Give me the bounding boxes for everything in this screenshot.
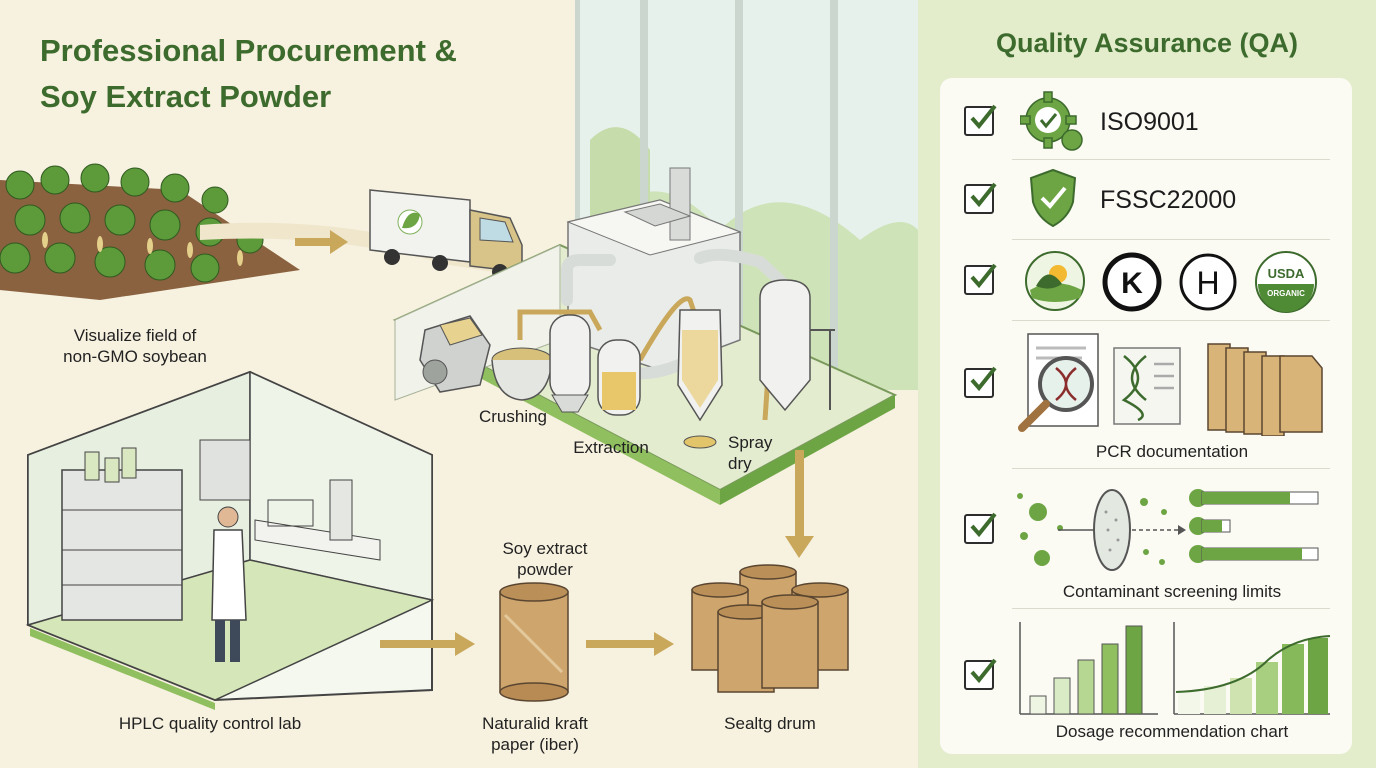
- spray-dryer: [677, 279, 835, 449]
- process-illustration: [0, 0, 918, 710]
- field-label: Visualize field of non-GMO soybean: [63, 326, 207, 366]
- kosher-letter: K: [1121, 267, 1143, 300]
- extraction-label: Extraction: [573, 438, 649, 457]
- divider: [1012, 468, 1330, 469]
- crusher: [419, 315, 491, 393]
- kraft-label: Naturalid kraft paper (iber): [482, 714, 588, 754]
- page-title: Professional Procurement & Soy Extract P…: [40, 28, 457, 120]
- road: [200, 222, 575, 285]
- bacteria-icons: [1017, 493, 1063, 566]
- arrow-field-truck: [295, 230, 348, 254]
- dna-icon: [1113, 347, 1181, 425]
- check-icon: [964, 182, 997, 214]
- qa-row-iso: ISO9001: [940, 78, 1352, 160]
- divider: [1012, 320, 1330, 321]
- spray-dry-label: Spray dry: [728, 433, 773, 473]
- qa-row-badges: K H USDA ORGANIC: [940, 240, 1352, 321]
- soybean-field: [0, 163, 300, 300]
- iso-text: ISO9001: [1100, 108, 1199, 136]
- limit-bars: [1189, 489, 1319, 563]
- leaf-icon: [402, 212, 420, 229]
- divider: [1012, 159, 1330, 160]
- arrow-kraft-drums: [586, 632, 674, 656]
- check-icon: [964, 658, 997, 690]
- divider: [1012, 239, 1330, 240]
- sealed-drums: [691, 564, 849, 693]
- contaminant-graphics: [1017, 489, 1319, 571]
- title-line-2: Soy Extract Powder: [40, 79, 332, 114]
- qa-title: Quality Assurance (QA): [995, 28, 1299, 58]
- pcr-caption: PCR documentation: [1095, 442, 1249, 461]
- divider: [1012, 608, 1330, 609]
- fssc-text: FSSC22000: [1100, 186, 1237, 214]
- halal-badge: H: [1179, 253, 1237, 311]
- contaminant-caption: Contaminant screening limits: [1062, 582, 1282, 601]
- title-line-1: Professional Procurement &: [40, 33, 457, 68]
- qa-card: ISO9001 FSSC22000 K H: [940, 78, 1352, 754]
- gear-icon: [1020, 91, 1083, 151]
- mixing-bowl: [491, 347, 553, 401]
- powder-label: Soy extract powder: [502, 539, 588, 579]
- check-icon: [964, 104, 997, 136]
- pcr-graphics: [1018, 333, 1323, 436]
- filter-icon: [1093, 489, 1131, 571]
- kraft-drum: [499, 582, 569, 702]
- crushing-label: Crushing: [478, 407, 548, 426]
- qa-row-fssc: FSSC22000: [940, 160, 1352, 240]
- hplc-lab: [25, 370, 435, 710]
- usda-text: USDA: [1268, 266, 1305, 281]
- check-icon: [964, 512, 997, 544]
- arrow-lab-kraft: [380, 632, 475, 656]
- halal-letter: H: [1196, 265, 1219, 301]
- dosage-curve-chart: [1173, 622, 1331, 715]
- kosher-badge: K: [1102, 252, 1162, 312]
- qa-row-dosage: Dosage recommendation chart: [940, 610, 1352, 754]
- dosage-graphics: [1019, 622, 1331, 715]
- usda-organic-badge: USDA ORGANIC: [1255, 251, 1317, 313]
- qa-row-contaminant: Contaminant screening limits: [940, 470, 1352, 609]
- lab-label: HPLC quality control lab: [118, 714, 302, 733]
- organic-text: ORGANIC: [1267, 289, 1305, 298]
- extraction-tanks: [549, 314, 641, 416]
- qa-row-pcr: PCR documentation: [940, 322, 1352, 469]
- truck-icon: [369, 189, 523, 280]
- drum-label: Sealtg drum: [724, 714, 816, 733]
- shield-icon: [1029, 168, 1077, 228]
- leaf-sun-icon: [1025, 251, 1085, 311]
- folder-icon: [1207, 343, 1323, 436]
- magnifier-icon: [1018, 333, 1099, 432]
- dosage-caption: Dosage recommendation chart: [1055, 722, 1289, 741]
- check-icon: [964, 366, 997, 398]
- arrow-factory-drums: [785, 450, 814, 558]
- dosage-bar-chart: [1019, 622, 1158, 715]
- check-icon: [964, 263, 997, 295]
